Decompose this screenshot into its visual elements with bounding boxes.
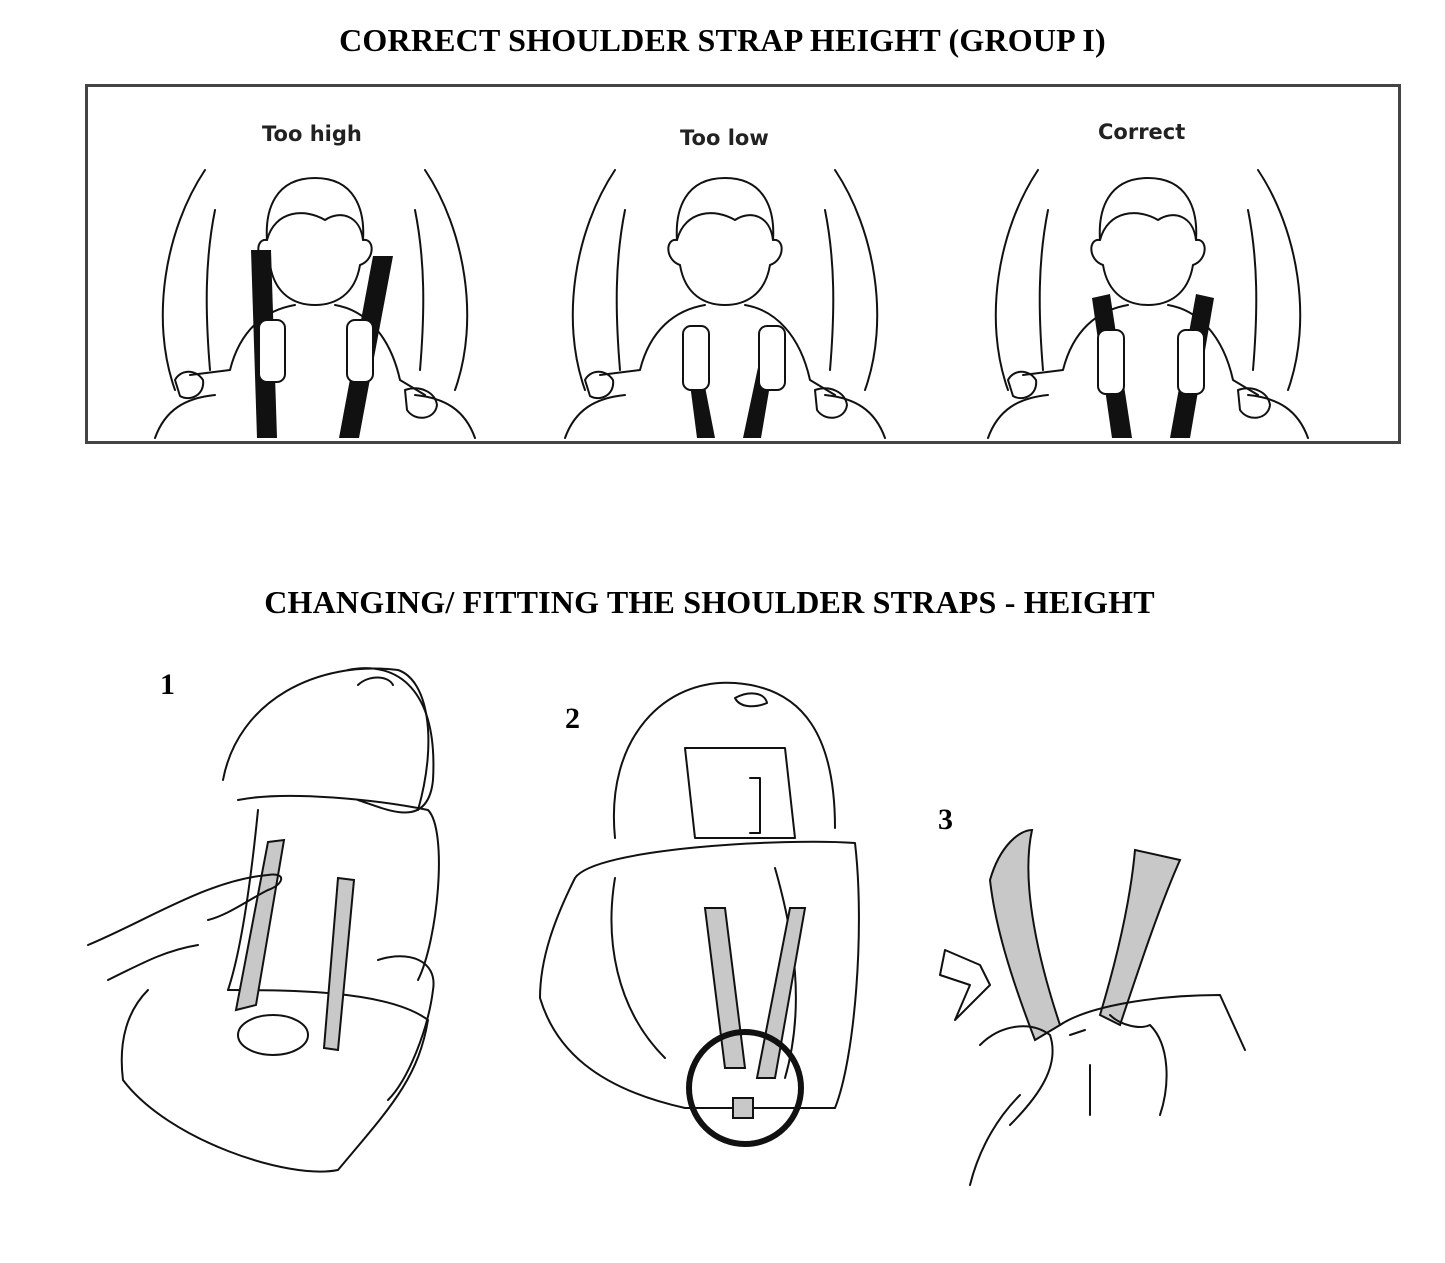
- illustration-step-1: [87, 667, 440, 1173]
- step-number-1: 1: [160, 668, 175, 701]
- illustration-correct: [987, 169, 1309, 439]
- panel-label-correct: Correct: [1098, 120, 1186, 144]
- arrow-icon: [939, 949, 991, 1021]
- step-number-2: 2: [565, 702, 580, 735]
- section-title-fitting-straps: CHANGING/ FITTING THE SHOULDER STRAPS - …: [264, 584, 1155, 620]
- panel-label-too-high: Too high: [262, 122, 362, 146]
- illustration-too-low: [564, 169, 886, 439]
- illustration-too-high: [154, 169, 476, 439]
- section-title-strap-height: CORRECT SHOULDER STRAP HEIGHT (GROUP I): [339, 22, 1106, 58]
- panel-label-too-low: Too low: [680, 126, 769, 150]
- illustration-step-2: [539, 681, 860, 1147]
- step-number-3: 3: [938, 803, 953, 836]
- illustration-step-3: [939, 828, 1246, 1186]
- strap-height-illustration-frame: [85, 84, 1401, 444]
